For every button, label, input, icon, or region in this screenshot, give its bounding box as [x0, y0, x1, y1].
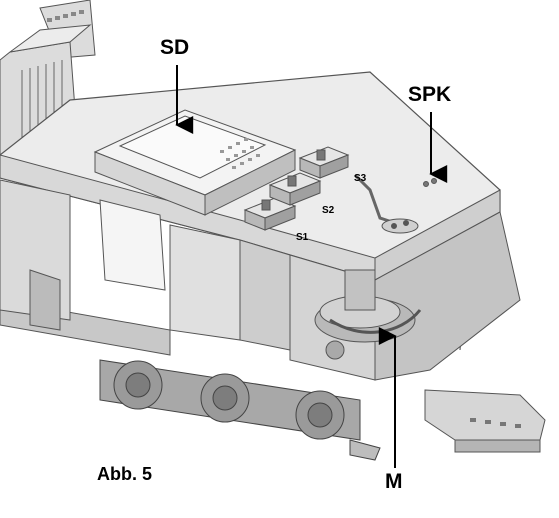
- label-sd: SD: [160, 36, 190, 59]
- label-s1: S1: [296, 232, 309, 243]
- switch-s3: [298, 146, 350, 179]
- switch-s2: [268, 172, 322, 206]
- label-s3: S3: [354, 173, 367, 184]
- callout-arrows: [175, 65, 448, 468]
- figure-caption: Abb. 5: [97, 464, 153, 484]
- switches: [243, 146, 350, 231]
- label-spk: SPK: [408, 83, 452, 106]
- label-m: M: [385, 470, 403, 493]
- bogie: [99, 359, 381, 461]
- sound-decoder-module: [93, 109, 297, 216]
- switch-s1: [243, 197, 297, 231]
- coupler: [424, 389, 546, 453]
- label-s2: S2: [322, 205, 335, 216]
